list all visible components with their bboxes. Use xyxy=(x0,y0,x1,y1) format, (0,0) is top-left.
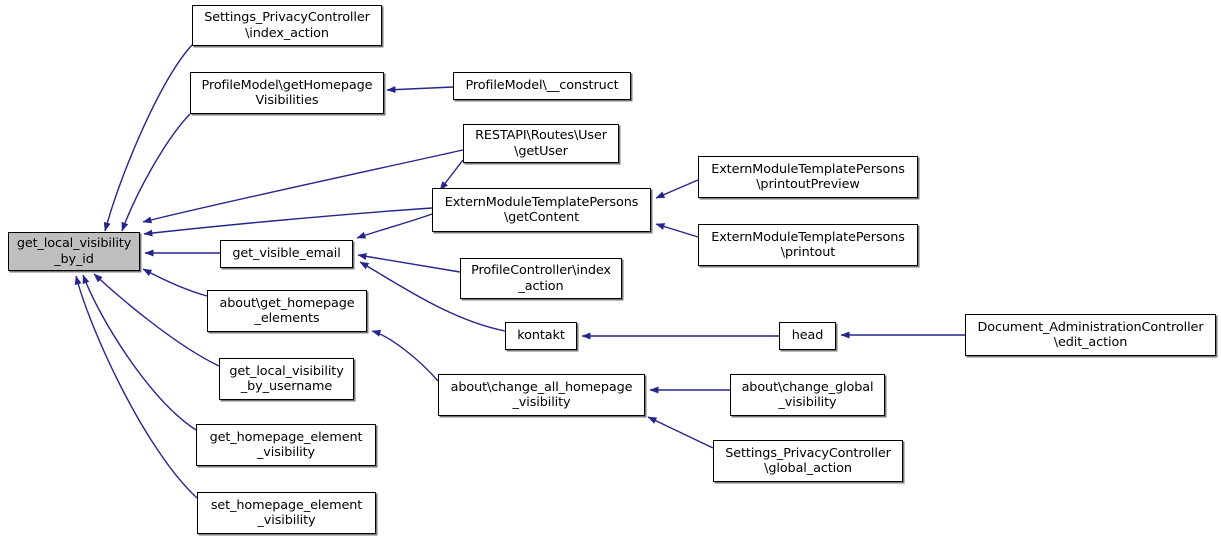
node-label: ExternModuleTemplatePersons \printoutPre… xyxy=(711,161,905,193)
node-profilemodel_gethomepagevisibilities[interactable]: ProfileModel\getHomepage Visibilities xyxy=(190,72,384,114)
node-label: RESTAPI\Routes\User \getUser xyxy=(475,128,607,159)
node-restapi_routes_user_getuser[interactable]: RESTAPI\Routes\User \getUser xyxy=(463,124,619,163)
node-label: ProfileController\index _action xyxy=(471,263,611,294)
node-label: get_local_visibility _by_id xyxy=(16,236,132,267)
node-label: ExternModuleTemplatePersons \getContent xyxy=(444,194,639,226)
edge-set_homepage_element_visibility-to-get_local_visibility_by_id xyxy=(74,275,198,499)
node-label: ExternModuleTemplatePersons \printout xyxy=(711,229,905,261)
edge-settings_privacycontroller_index_action-to-get_local_visibility_by_id xyxy=(103,44,193,232)
node-about_change_all_homepage_visibility[interactable]: about\change_all_homepage _visibility xyxy=(438,374,645,416)
edge-kontakt-to-get_visible_email xyxy=(359,261,506,332)
edge-externmoduletemplatepersons_getcontent-to-restapi_routes_user_getuser xyxy=(439,159,464,191)
node-set_homepage_element_visibility[interactable]: set_homepage_element _visibility xyxy=(197,492,376,534)
node-get_visible_email[interactable]: get_visible_email xyxy=(220,240,353,268)
node-settings_privacycontroller_index_action[interactable]: Settings_PrivacyController \index_action xyxy=(192,5,382,46)
edge-profilemodel_construct-to-profilemodel_gethomepagevisibilities xyxy=(386,86,454,94)
node-label: get_homepage_element _visibility xyxy=(209,429,363,461)
node-label: Settings_PrivacyController \global_actio… xyxy=(725,445,891,477)
edge-about_change_all_homepage_visibility-to-about_get_homepage_elements xyxy=(371,329,439,382)
node-settings_privacycontroller_global_action[interactable]: Settings_PrivacyController \global_actio… xyxy=(713,440,903,482)
node-profilemodel_construct[interactable]: ProfileModel\__construct xyxy=(453,72,631,100)
node-profilecontroller_index_action[interactable]: ProfileController\index _action xyxy=(460,258,622,299)
node-label: ProfileModel\getHomepage Visibilities xyxy=(201,77,373,109)
node-label: Document_AdministrationController \edit_… xyxy=(977,319,1204,351)
node-label: about\change_all_homepage _visibility xyxy=(450,379,633,411)
edge-externmoduletemplatepersons_getcontent-to-get_visible_email xyxy=(356,213,433,239)
edge-profilemodel_gethomepagevisibilities-to-get_local_visibility_by_id xyxy=(121,113,191,232)
edge-get_homepage_element_visibility-to-get_local_visibility_by_id xyxy=(82,274,197,431)
node-label: head xyxy=(791,328,824,344)
node-externmoduletemplatepersons_printoutpreview[interactable]: ExternModuleTemplatePersons \printoutPre… xyxy=(698,156,918,198)
node-get_homepage_element_visibility[interactable]: get_homepage_element _visibility xyxy=(196,424,376,466)
edge-settings_privacycontroller_global_action-to-about_change_all_homepage_visibility xyxy=(647,416,714,449)
node-label: ProfileModel\__construct xyxy=(465,78,619,94)
node-kontakt[interactable]: kontakt xyxy=(505,322,577,350)
node-label: Settings_PrivacyController \index_action xyxy=(204,10,370,41)
node-externmoduletemplatepersons_printout[interactable]: ExternModuleTemplatePersons \printout xyxy=(698,224,918,266)
node-label: about\get_homepage _elements xyxy=(219,295,355,327)
edge-restapi_routes_user_getuser-to-get_local_visibility_by_id xyxy=(142,149,464,224)
node-head[interactable]: head xyxy=(779,322,836,350)
edge-get_local_visibility_by_username-to-get_local_visibility_by_id xyxy=(93,273,220,367)
node-document_administrationcontroller_edit_action[interactable]: Document_AdministrationController \edit_… xyxy=(965,314,1216,356)
edge-externmoduletemplatepersons_getcontent-to-get_local_visibility_by_id xyxy=(143,207,433,237)
edge-externmoduletemplatepersons_printoutpreview-to-externmoduletemplatepersons_getcontent xyxy=(655,179,699,199)
node-get_local_visibility_by_id[interactable]: get_local_visibility _by_id xyxy=(8,232,140,271)
node-label: about\change_global _visibility xyxy=(741,379,874,411)
node-externmoduletemplatepersons_getcontent[interactable]: ExternModuleTemplatePersons \getContent xyxy=(432,188,651,232)
node-label: kontakt xyxy=(517,328,565,344)
node-label: set_homepage_element _visibility xyxy=(210,497,363,529)
node-get_local_visibility_by_username[interactable]: get_local_visibility _by_username xyxy=(219,358,354,400)
node-about_get_homepage_elements[interactable]: about\get_homepage _elements xyxy=(207,290,367,332)
node-label: get_visible_email xyxy=(232,246,341,262)
node-label: get_local_visibility _by_username xyxy=(229,363,344,395)
edge-profilecontroller_index_action-to-get_visible_email xyxy=(357,252,461,273)
edge-externmoduletemplatepersons_printout-to-externmoduletemplatepersons_getcontent xyxy=(655,223,699,238)
edge-about_get_homepage_elements-to-get_local_visibility_by_id xyxy=(142,268,208,297)
node-about_change_global_visibility[interactable]: about\change_global _visibility xyxy=(730,374,885,416)
